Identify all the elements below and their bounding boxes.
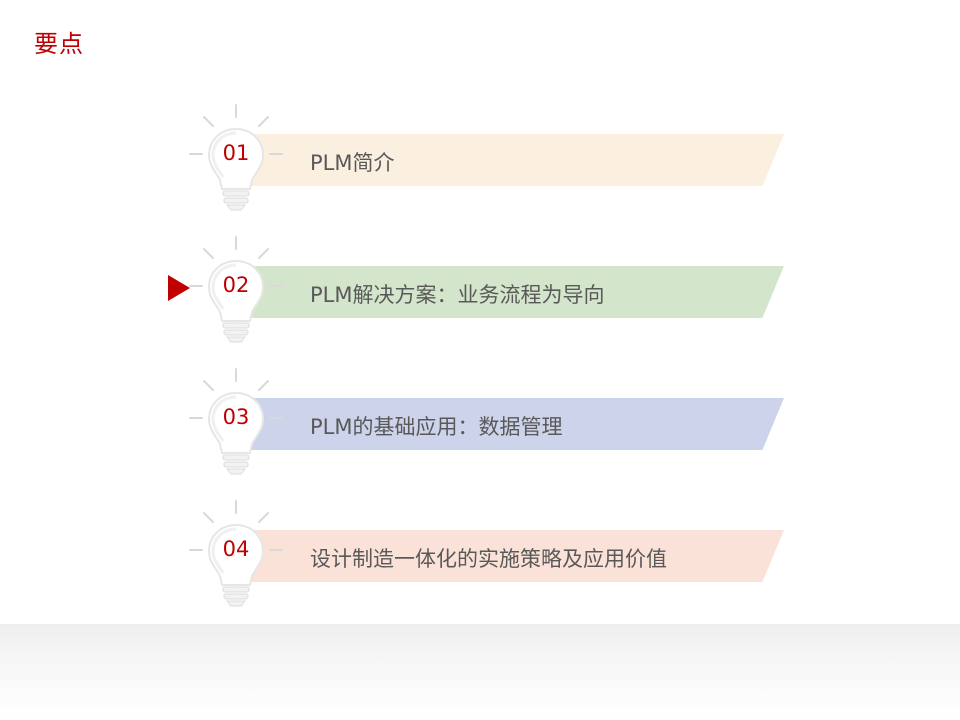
agenda-item-02[interactable]: 02 PLM解决方案：业务流程为导向 xyxy=(0,235,960,365)
lightbulb-icon xyxy=(184,367,288,477)
agenda-item-04[interactable]: 04 设计制造一体化的实施策略及应用价值 xyxy=(0,499,960,629)
agenda-label: PLM解决方案：业务流程为导向 xyxy=(310,283,605,307)
agenda-banner xyxy=(244,530,784,582)
agenda-item-01[interactable]: 01 PLM简介 xyxy=(0,103,960,233)
agenda-number: 02 xyxy=(222,273,250,297)
lightbulb-icon xyxy=(184,103,288,213)
agenda-number: 03 xyxy=(222,405,250,429)
agenda-item-03[interactable]: 03 PLM的基础应用：数据管理 xyxy=(0,367,960,497)
lightbulb-icon xyxy=(184,235,288,345)
agenda-label: PLM简介 xyxy=(310,151,395,175)
agenda-banner xyxy=(244,398,784,450)
agenda-banner xyxy=(244,134,784,186)
agenda-label: PLM的基础应用：数据管理 xyxy=(310,415,563,439)
lightbulb-icon xyxy=(184,499,288,609)
triangle-right-icon xyxy=(168,275,190,301)
agenda-banner xyxy=(244,266,784,318)
agenda-label: 设计制造一体化的实施策略及应用价值 xyxy=(310,547,667,571)
page-title: 要点 xyxy=(34,30,84,58)
agenda-number: 04 xyxy=(222,537,250,561)
footer-band xyxy=(0,624,960,720)
agenda-number: 01 xyxy=(222,141,250,165)
